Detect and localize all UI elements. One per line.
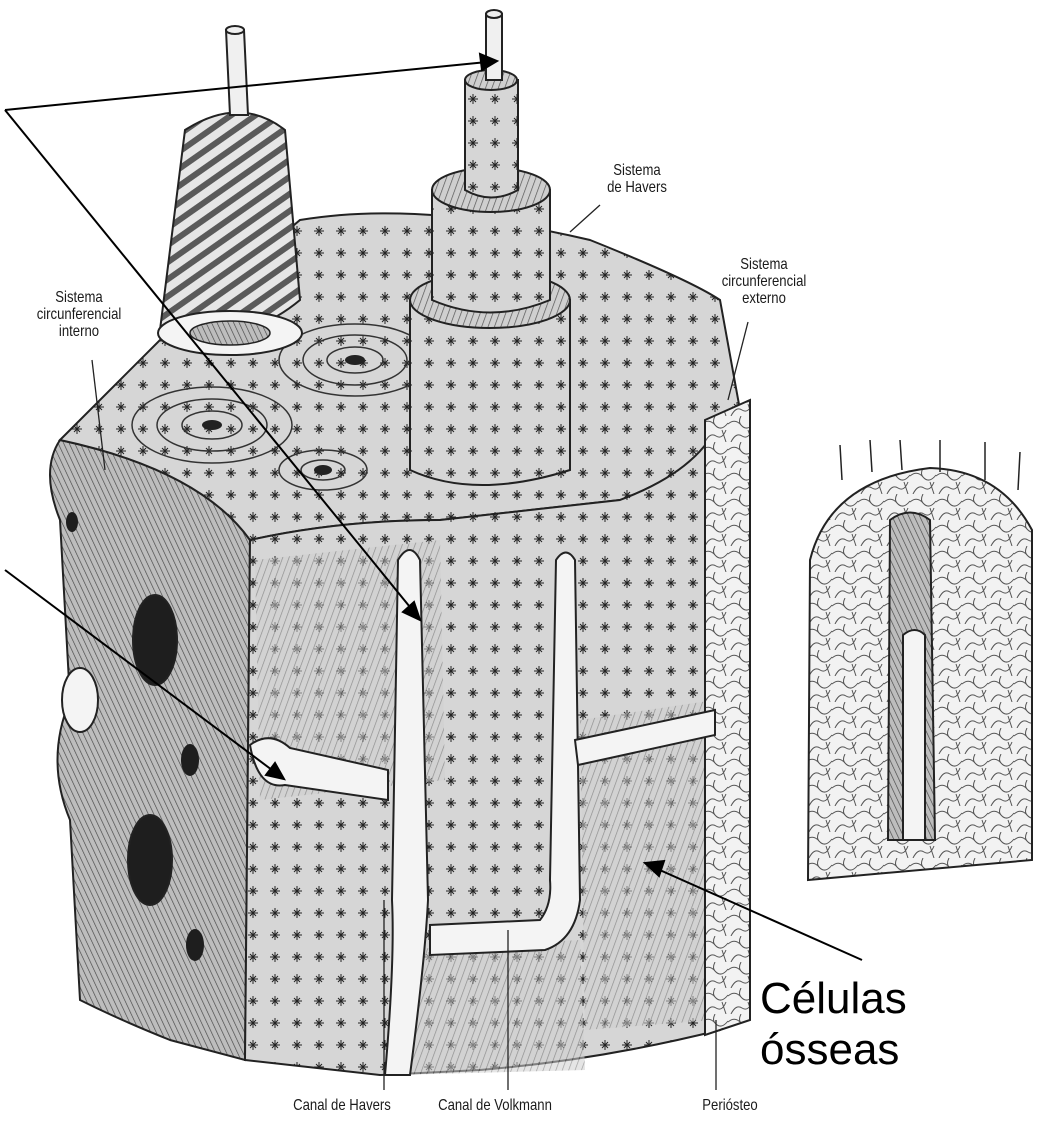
label-volkmann-canal: Canal de Volkmann [425,1098,564,1115]
label-external-circumferential-system: Sistema circunferencial externo [707,257,822,307]
osteon-spiral [160,113,300,336]
bone-hole [186,929,204,961]
osteon-cylinders [410,10,570,485]
bone-hole [66,512,78,532]
label-periosteum: Periósteo [689,1098,771,1115]
inset-bone-section [808,440,1032,880]
bone-left-face [50,440,250,1060]
bone-hole [181,744,199,776]
label-havers-system: Sistema de Havers [600,163,674,197]
bone-hole [62,668,98,732]
bone-hole [128,815,172,905]
label-internal-circumferential-system: Sistema circunferencial interno [26,290,133,340]
label-havers-canal: Canal de Havers [276,1098,407,1115]
label-bone-cells: Células ósseas [760,974,960,1075]
